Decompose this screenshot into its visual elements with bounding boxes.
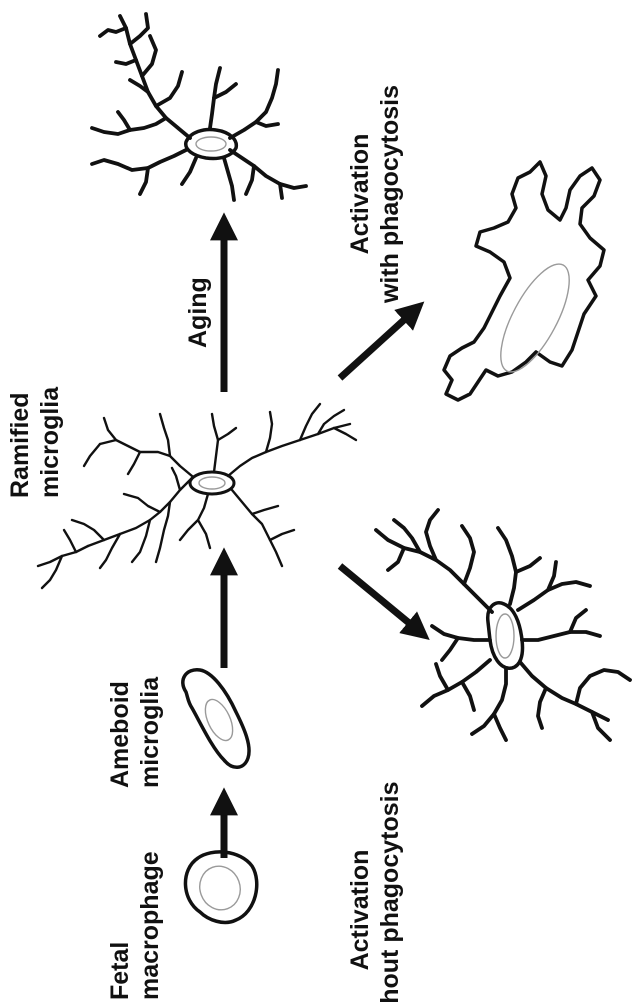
ramified-microglia-cell bbox=[38, 404, 356, 588]
svg-text:Aging: Aging bbox=[184, 277, 212, 348]
aged-microglia-cell bbox=[92, 14, 306, 200]
label-aging: Aging bbox=[184, 277, 212, 348]
svg-text:Fetalmacrophage: Fetalmacrophage bbox=[106, 851, 164, 1000]
svg-text:Activationwith phagocytosis: Activationwith phagocytosis bbox=[346, 85, 404, 304]
svg-text:Ameboidmicroglia: Ameboidmicroglia bbox=[106, 676, 164, 788]
label-fetal-macrophage: Fetalmacrophage bbox=[106, 851, 164, 1000]
label-activation-without-phagocytosis: Activationwithout phagocytosis bbox=[346, 782, 404, 1002]
arrow-activation-with-phagocytosis bbox=[340, 310, 415, 378]
label-ameboid-microglia: Ameboidmicroglia bbox=[106, 676, 164, 788]
activated-microglia-with-phagocytosis-cell bbox=[444, 162, 604, 400]
ameboid-microglia-cell bbox=[183, 670, 249, 767]
label-ramified-microglia: Ramifiedmicroglia bbox=[6, 386, 64, 498]
svg-text:Activationwithout phagocytosis: Activationwithout phagocytosis bbox=[346, 782, 404, 1002]
fetal-macrophage-cell bbox=[185, 852, 256, 923]
label-activation-with-phagocytosis: Activationwith phagocytosis bbox=[346, 85, 404, 304]
arrow-activation-without-phagocytosis bbox=[340, 566, 420, 632]
svg-text:Ramifiedmicroglia: Ramifiedmicroglia bbox=[6, 386, 64, 498]
